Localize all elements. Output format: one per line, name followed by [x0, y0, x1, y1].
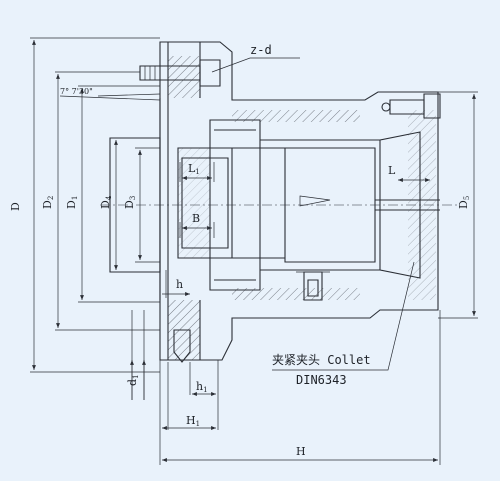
label-D1: D1 — [65, 196, 79, 209]
cap-screw-top — [139, 59, 221, 87]
cap-screw-right — [381, 93, 441, 119]
cap-screw-bottom — [296, 271, 330, 301]
label-H: H — [296, 445, 306, 458]
label-D2: D2 — [41, 196, 55, 209]
collet-callout: 夹紧夹头 Collet DIN6343 — [272, 353, 371, 387]
label-L: L — [388, 164, 396, 177]
label-zd: z-d — [250, 43, 272, 57]
label-h1: h1 — [196, 380, 208, 394]
label-H1: H1 — [186, 414, 200, 428]
leader-lines — [59, 57, 415, 371]
label-angle: 7° 7'30" — [60, 87, 93, 96]
callout-line2: DIN6343 — [296, 373, 347, 387]
callout-line1: 夹紧夹头 Collet — [272, 353, 371, 367]
label-L1: L1 — [188, 162, 200, 176]
label-D3: D3 — [123, 196, 137, 209]
label-d1: d1 — [126, 374, 140, 386]
label-B: B — [192, 212, 200, 225]
dimension-labels: D D2 D1 D4 D3 D5 L1 B L h h1 H1 H d1 — [9, 43, 471, 458]
label-D4: D4 — [99, 195, 113, 209]
chuck-body-outline — [109, 41, 439, 361]
section-hatching — [168, 56, 436, 360]
label-D5: D5 — [457, 196, 471, 209]
label-h: h — [176, 278, 183, 291]
pin-lower — [173, 329, 191, 363]
dimension-lines — [32, 40, 476, 462]
label-D: D — [9, 202, 22, 211]
